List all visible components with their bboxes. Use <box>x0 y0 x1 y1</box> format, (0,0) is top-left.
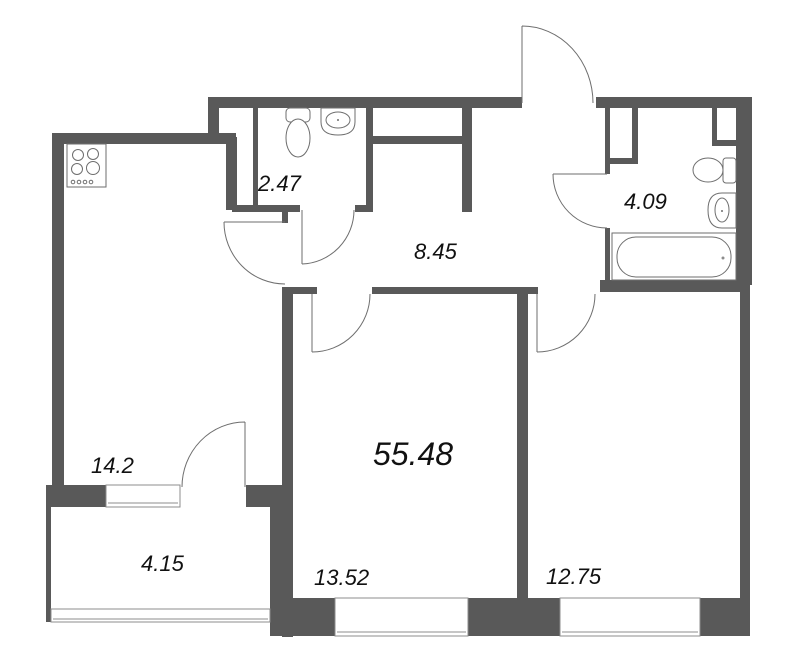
room-area-bathroom: 4.09 <box>624 189 667 214</box>
doors <box>181 25 608 488</box>
room-area-balcony: 4.15 <box>141 551 184 576</box>
sink-icon <box>320 107 356 136</box>
door-swing-icon <box>311 293 371 353</box>
sink-icon <box>707 192 737 229</box>
windows <box>50 484 701 637</box>
toilet-icon <box>285 107 311 158</box>
room-area-bedroom-2: 12.75 <box>546 564 602 589</box>
door-swing-icon <box>223 221 286 285</box>
stove-icon <box>66 143 107 188</box>
room-area-hall: 8.45 <box>414 239 457 264</box>
window-icon <box>50 608 271 623</box>
bathtub-icon <box>611 232 737 281</box>
door-swing-icon <box>301 209 355 265</box>
walls <box>46 97 752 637</box>
window-icon <box>105 484 181 508</box>
door-swing-icon <box>536 293 596 353</box>
room-area-toilet: 2.47 <box>258 171 301 196</box>
window-icon <box>334 597 469 637</box>
toilet-icon <box>692 157 737 184</box>
window-icon <box>559 597 701 637</box>
room-area-bedroom-1: 13.52 <box>314 565 370 590</box>
door-swing-icon <box>521 25 594 104</box>
door-swing-icon <box>552 173 608 229</box>
room-area-kitchen: 14.2 <box>91 453 134 478</box>
fixtures <box>66 107 737 281</box>
door-swing-icon <box>181 421 246 488</box>
total-area: 55.48 <box>373 436 454 472</box>
